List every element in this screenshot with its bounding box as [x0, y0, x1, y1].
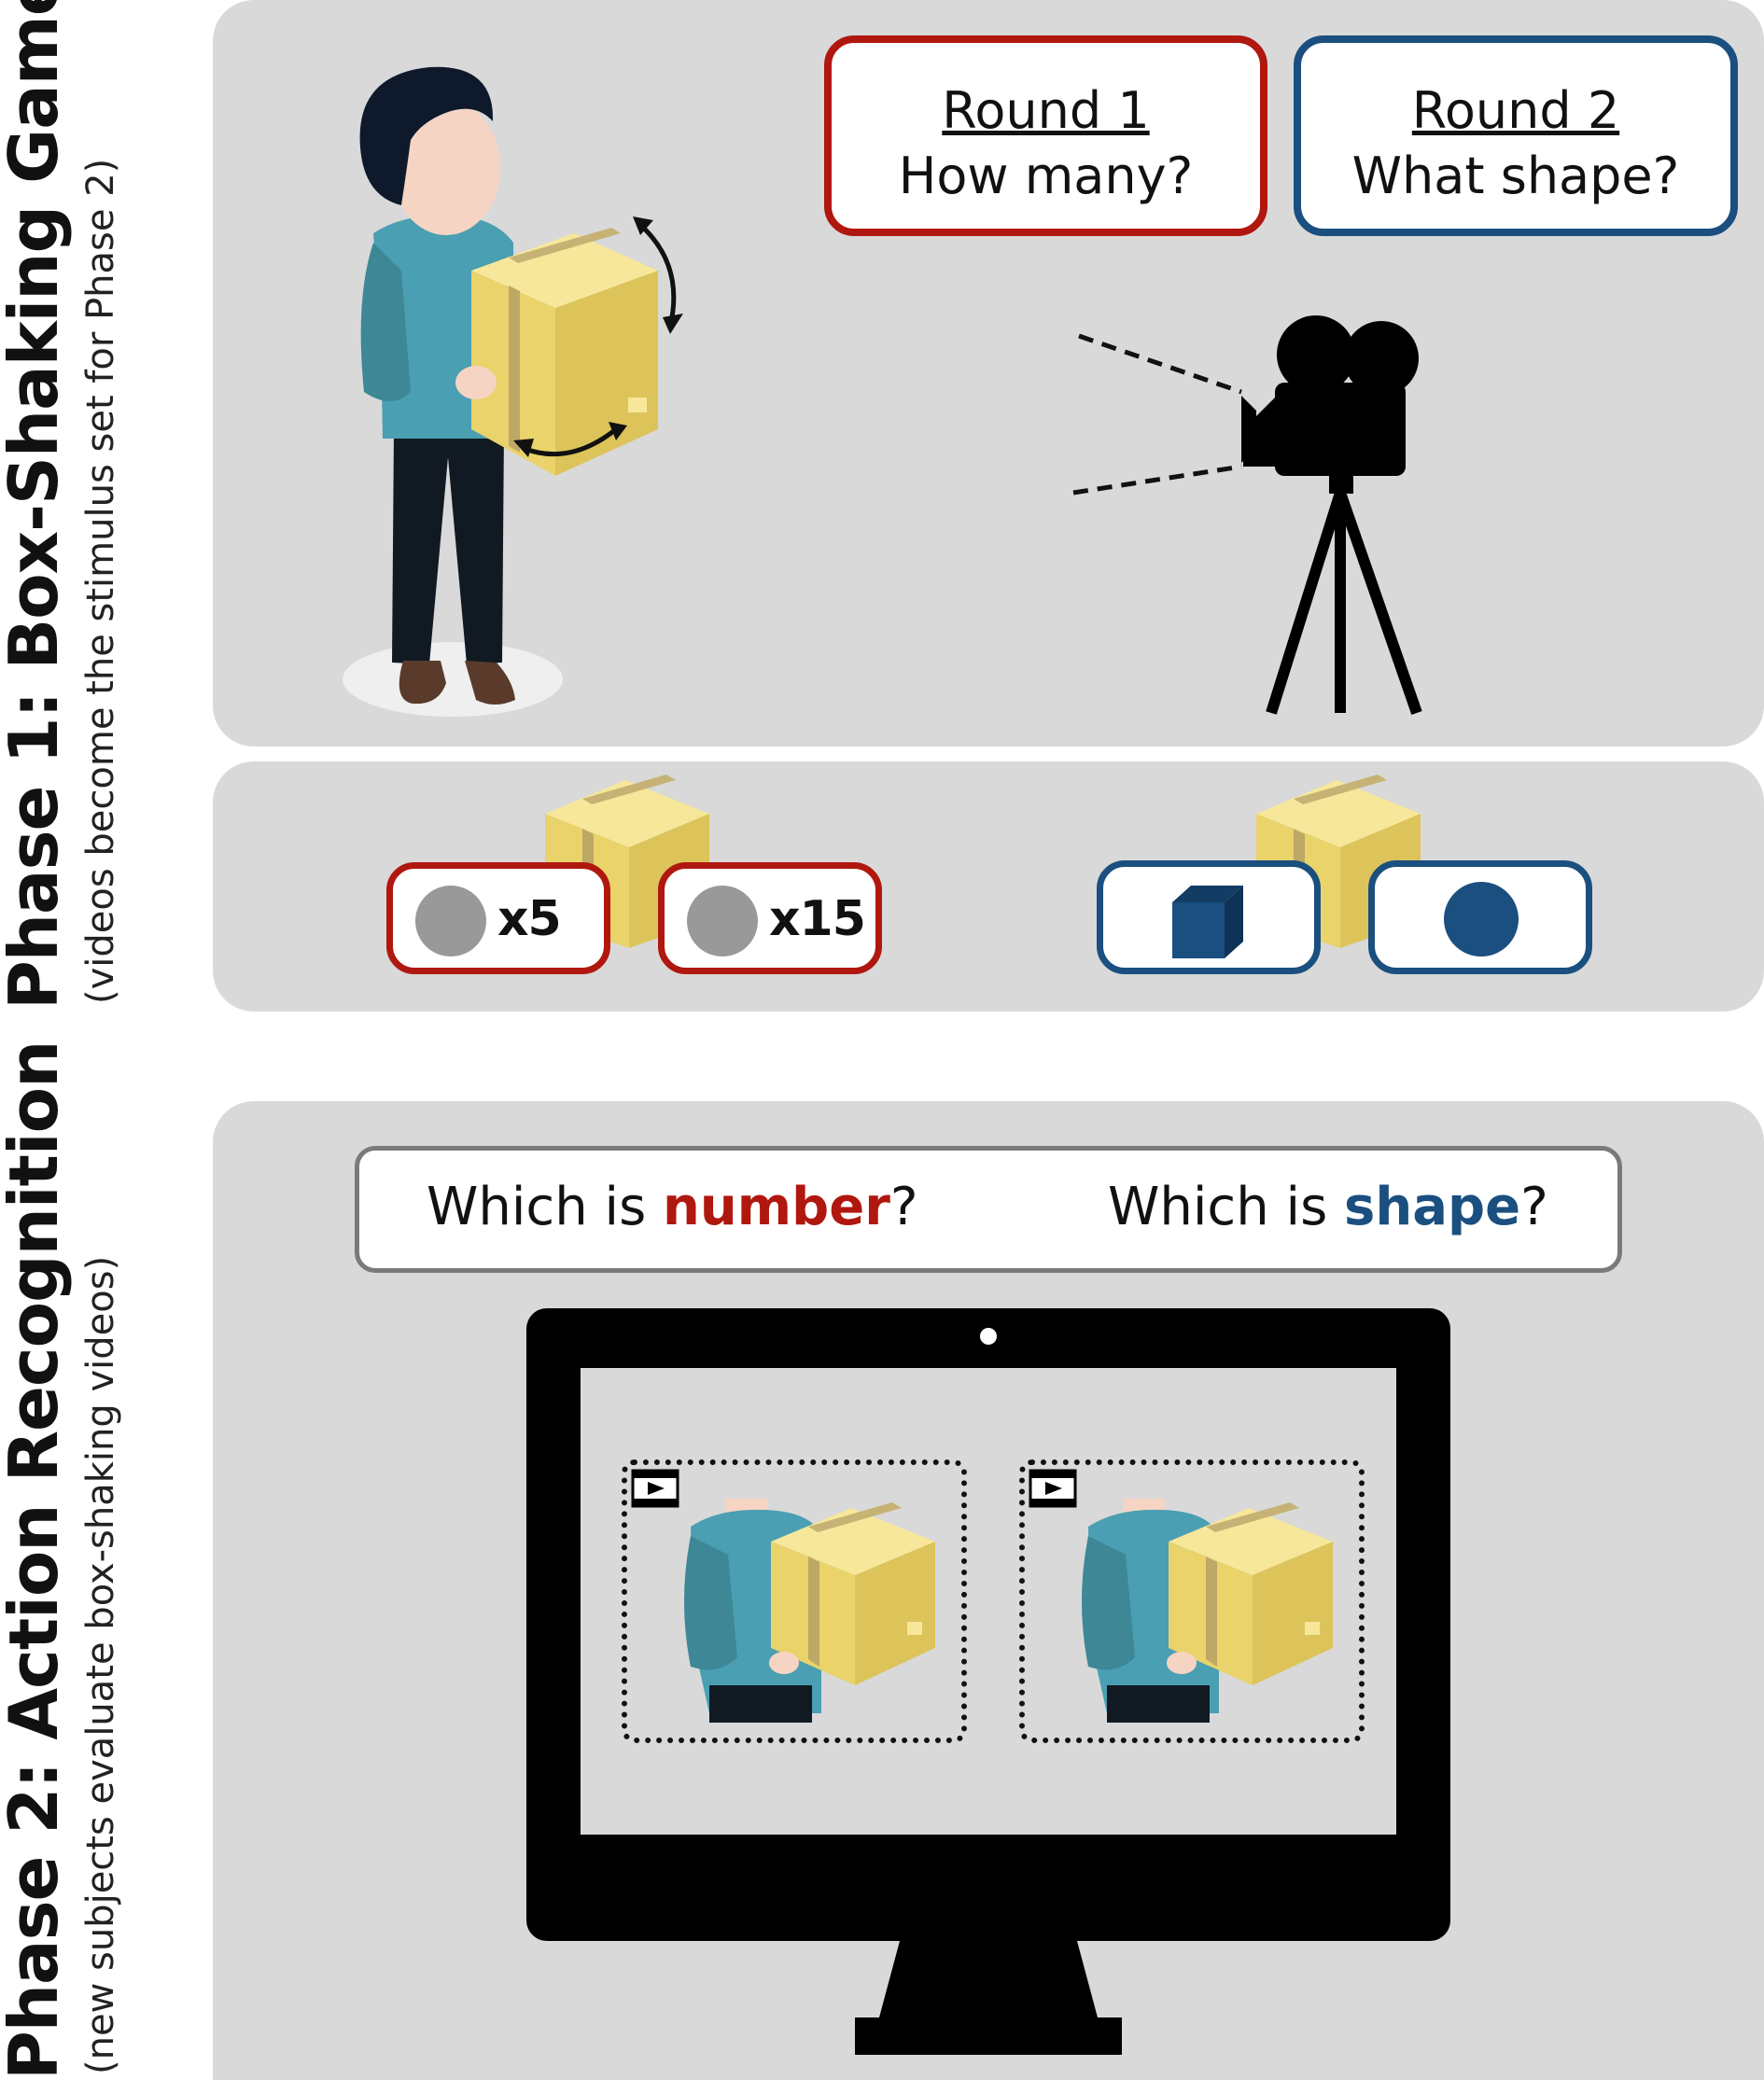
- count-option-15: x15: [658, 862, 882, 974]
- video-clip-left[interactable]: [622, 1459, 967, 1743]
- person-hand: [455, 366, 497, 399]
- keyword-shape: shape: [1344, 1177, 1521, 1237]
- video-thumbnail-left: [684, 1499, 935, 1723]
- round2-question: What shape?: [1351, 147, 1680, 205]
- person-shadow: [343, 642, 563, 717]
- question-number: Which is number?: [427, 1177, 918, 1237]
- phase2-subtitle: (new subjects evaluate box-shaking video…: [79, 1255, 122, 2074]
- phase2-title: Phase 2: Action Recognition: [0, 1040, 73, 2080]
- round2-heading: Round 2: [1411, 81, 1620, 140]
- round2-box: Round 2 What shape?: [1294, 35, 1738, 236]
- ball-icon: [415, 886, 486, 956]
- video-clip-icon: [631, 1469, 679, 1508]
- circle-icon: [1444, 882, 1519, 956]
- person-hair: [359, 66, 494, 206]
- shape-option-cube: [1097, 860, 1321, 974]
- count-label-15: x15: [769, 891, 866, 947]
- person-legs: [392, 429, 504, 664]
- keyword-number: number: [663, 1177, 890, 1237]
- round1-heading: Round 1: [942, 81, 1150, 140]
- box: [471, 228, 658, 476]
- person-back-arm: [360, 243, 411, 401]
- round1-question: How many?: [898, 147, 1194, 205]
- count-option-5: x5: [386, 862, 610, 974]
- film-camera-icon: [1072, 315, 1422, 715]
- phase1-label: Phase 1: Box-Shaking Game (videos become…: [0, 0, 122, 1010]
- shape-option-sphere: [1368, 860, 1592, 974]
- cube-icon: [1172, 886, 1243, 958]
- video-thumbnail-right: [1082, 1499, 1333, 1723]
- person-shaking-box: [343, 66, 683, 717]
- person-face: [392, 101, 500, 235]
- question-bar: Which is number? Which is shape?: [355, 1146, 1622, 1273]
- rotation-arrow-bottom: [522, 427, 618, 457]
- monitor-icon: [526, 1308, 1450, 2055]
- right-shoe: [465, 661, 515, 705]
- rotation-arrow-top: [637, 222, 677, 318]
- ball-icon: [687, 886, 758, 956]
- phase1-subtitle: (videos become the stimulus set for Phas…: [79, 158, 122, 1004]
- video-clip-icon: [1029, 1469, 1077, 1508]
- count-label-5: x5: [497, 891, 562, 947]
- left-shoe: [399, 661, 446, 705]
- video-clip-right[interactable]: [1019, 1459, 1365, 1743]
- round1-box: Round 1 How many?: [824, 35, 1267, 236]
- phase2-label: Phase 2: Action Recognition (new subject…: [0, 1040, 122, 2080]
- phase1-title: Phase 1: Box-Shaking Game: [0, 0, 73, 1010]
- question-shape: Which is shape?: [1108, 1177, 1548, 1237]
